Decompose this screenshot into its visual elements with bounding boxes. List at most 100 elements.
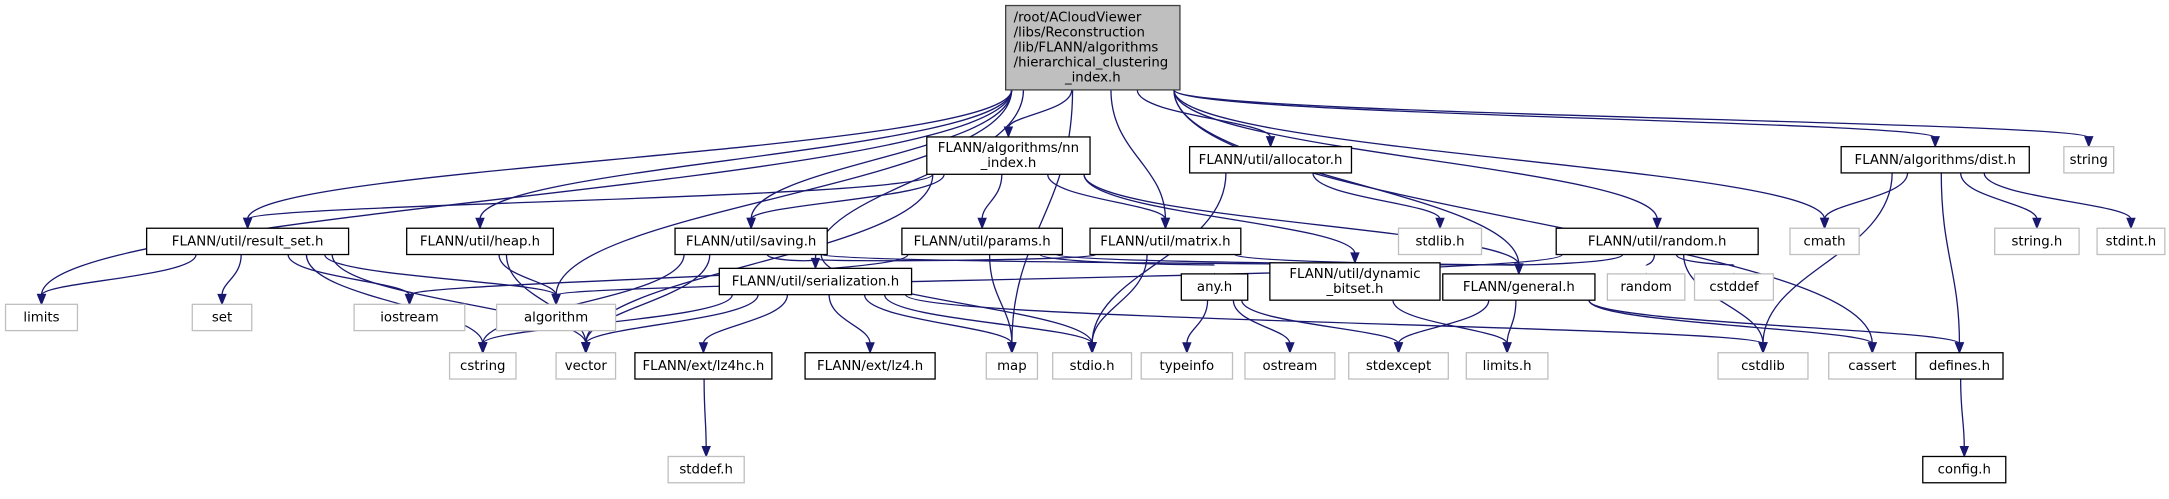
edge-root-to-string bbox=[1173, 89, 2090, 139]
node-label: vector bbox=[565, 359, 608, 374]
stdlib-h-box bbox=[1397, 227, 1483, 256]
node-config[interactable]: config.h bbox=[1922, 455, 2007, 484]
stddef-h-box bbox=[667, 455, 745, 484]
node-iostream[interactable]: iostream bbox=[353, 303, 466, 332]
arrowhead-icon bbox=[1867, 342, 1878, 355]
edge-root-to-cmath bbox=[1173, 89, 1826, 220]
node-cstddef[interactable]: cstddef bbox=[1693, 273, 1775, 301]
edge-saving-to-vector bbox=[585, 254, 711, 344]
node-label: cstddef bbox=[1709, 280, 1759, 295]
arrowhead-icon bbox=[977, 217, 987, 230]
edge-nn-index-to-params bbox=[981, 174, 1003, 220]
iostream-box bbox=[353, 303, 466, 332]
edge-root-to-algorithm bbox=[555, 89, 1013, 296]
arrowhead-icon bbox=[1930, 136, 1940, 148]
arrowhead-icon bbox=[1954, 342, 1965, 355]
node-cmath[interactable]: cmath bbox=[1789, 227, 1860, 256]
edge-general-to-limits-h bbox=[1506, 300, 1517, 344]
node-stddef-h[interactable]: stddef.h bbox=[667, 455, 745, 484]
node-label: FLANN/util/params.h bbox=[914, 234, 1051, 249]
node-label: cassert bbox=[1848, 359, 1896, 374]
node-algorithm[interactable]: algorithm bbox=[495, 303, 617, 332]
node-random[interactable]: random bbox=[1606, 273, 1686, 301]
cmath-box bbox=[1789, 227, 1860, 256]
node-lz4[interactable]: FLANN/ext/lz4.h bbox=[804, 352, 936, 380]
node-stdio-h[interactable]: stdio.h bbox=[1052, 352, 1133, 380]
node-label: stdint.h bbox=[2106, 234, 2157, 249]
node-typeinfo[interactable]: typeinfo bbox=[1140, 352, 1234, 380]
node-params[interactable]: FLANN/util/params.h bbox=[901, 227, 1064, 256]
edge-nn-index-to-result-set bbox=[246, 173, 934, 220]
arrowhead-icon bbox=[1959, 445, 1970, 458]
node-general[interactable]: FLANN/general.h bbox=[1442, 273, 1596, 301]
edge-random-h-to-random bbox=[1645, 254, 1656, 266]
edge-root-to-heap bbox=[479, 89, 1013, 220]
node-root[interactable]: /root/ACloudViewer/libs/Reconstruction/l… bbox=[1005, 4, 1181, 91]
node-label: typeinfo bbox=[1160, 359, 1215, 374]
node-label: FLANN/general.h bbox=[1463, 280, 1575, 295]
node-label: FLANN/ext/lz4.h bbox=[817, 359, 923, 374]
node-nn-index[interactable]: FLANN/algorithms/nn_index.h bbox=[926, 136, 1091, 175]
node-cstdlib[interactable]: cstdlib bbox=[1717, 352, 1809, 380]
arrowhead-icon bbox=[242, 217, 253, 230]
edge-random-h-to-algorithm bbox=[555, 253, 1563, 296]
node-label: string.h bbox=[2011, 234, 2062, 249]
node-label: map bbox=[997, 359, 1027, 374]
node-lz4hc[interactable]: FLANN/ext/lz4hc.h bbox=[634, 352, 773, 380]
edge-root-to-map bbox=[1011, 89, 1074, 344]
node-saving[interactable]: FLANN/util/saving.h bbox=[674, 227, 828, 256]
cassert-box bbox=[1828, 352, 1917, 380]
node-stdexcept[interactable]: stdexcept bbox=[1348, 352, 1449, 380]
arrowhead-icon bbox=[698, 342, 709, 355]
arrowhead-icon bbox=[746, 217, 756, 230]
node-limits-h[interactable]: limits.h bbox=[1465, 352, 1549, 380]
node-vector[interactable]: vector bbox=[555, 352, 617, 380]
edge-serialization-to-stdio-h bbox=[883, 294, 1093, 345]
lz4-box bbox=[804, 352, 936, 380]
node-map[interactable]: map bbox=[985, 352, 1039, 380]
edge-root-to-cassert bbox=[1173, 89, 1873, 344]
node-serialization[interactable]: FLANN/util/serialization.h bbox=[718, 267, 913, 296]
node-string-h[interactable]: string.h bbox=[1994, 227, 2080, 256]
general-box bbox=[1442, 273, 1596, 301]
edge-any-h-to-stdexcept bbox=[1241, 299, 1400, 345]
node-label: string bbox=[2070, 153, 2108, 168]
node-cassert[interactable]: cassert bbox=[1828, 352, 1917, 380]
node-label: iostream bbox=[380, 310, 438, 325]
edge-root-to-random-h bbox=[1173, 89, 1658, 220]
set-box bbox=[191, 303, 253, 332]
node-stdlib-h[interactable]: stdlib.h bbox=[1397, 227, 1483, 256]
node-dist[interactable]: FLANN/algorithms/dist.h bbox=[1840, 145, 2030, 174]
node-allocator[interactable]: FLANN/util/allocator.h bbox=[1188, 145, 1353, 174]
node-limits[interactable]: limits bbox=[4, 303, 79, 332]
edge-result-set-to-limits bbox=[40, 254, 197, 296]
node-set[interactable]: set bbox=[191, 303, 253, 332]
node-heap[interactable]: FLANN/util/heap.h bbox=[406, 227, 554, 256]
node-label: /root/ACloudViewer bbox=[1014, 11, 1142, 26]
node-string[interactable]: string bbox=[2063, 145, 2115, 174]
arrowhead-icon bbox=[1087, 342, 1097, 355]
random-box bbox=[1606, 273, 1686, 301]
edge-any-h-to-ostream bbox=[1232, 300, 1291, 344]
node-label: FLANN/util/random.h bbox=[1588, 234, 1727, 249]
arrowhead-icon bbox=[478, 342, 488, 355]
node-result-set[interactable]: FLANN/util/result_set.h bbox=[145, 227, 350, 256]
edge-nn-index-to-dynamic-bitset bbox=[1083, 174, 1356, 255]
node-random-h[interactable]: FLANN/util/random.h bbox=[1555, 227, 1759, 256]
node-matrix[interactable]: FLANN/util/matrix.h bbox=[1089, 227, 1242, 256]
node-label: cstdlib bbox=[1741, 359, 1785, 374]
arrowhead-icon bbox=[2126, 217, 2136, 230]
edge-saving-to-cstring bbox=[482, 254, 685, 344]
node-cstring[interactable]: cstring bbox=[448, 352, 517, 380]
edge-serialization-to-lz4hc bbox=[702, 294, 789, 344]
node-label: FLANN/util/allocator.h bbox=[1199, 153, 1343, 168]
arrowhead-icon bbox=[2032, 217, 2042, 230]
edge-root-to-saving bbox=[750, 89, 1013, 220]
limits-h-box bbox=[1465, 352, 1549, 380]
edge-random-h-to-cstdlib bbox=[1682, 254, 1764, 344]
node-any-h[interactable]: any.h bbox=[1180, 273, 1249, 301]
node-dynamic-bitset[interactable]: FLANN/util/dynamic_bitset.h bbox=[1269, 262, 1441, 301]
node-stdint-h[interactable]: stdint.h bbox=[2096, 227, 2166, 256]
node-defines[interactable]: defines.h bbox=[1915, 352, 2004, 380]
node-ostream[interactable]: ostream bbox=[1244, 352, 1336, 380]
